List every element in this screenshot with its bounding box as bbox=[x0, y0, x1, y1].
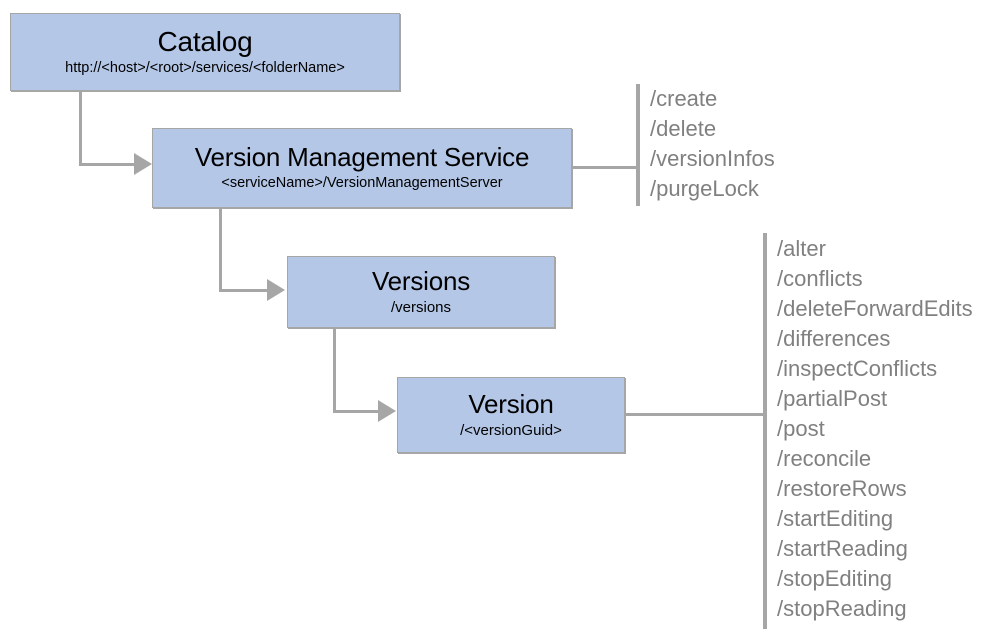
operations-bracket-version bbox=[763, 233, 767, 629]
connector-version-to-operations bbox=[625, 413, 765, 416]
connector-catalog-to-vms-vertical bbox=[79, 91, 82, 166]
operation-item-version[interactable]: /inspectConflicts bbox=[777, 356, 938, 381]
node-catalog-subtitle: http://<host>/<root>/services/<folderNam… bbox=[65, 59, 345, 76]
operation-item-version[interactable]: /stopReading bbox=[777, 596, 907, 621]
node-catalog[interactable]: Catalog http://<host>/<root>/services/<f… bbox=[10, 13, 400, 91]
node-version-management-service-title: Version Management Service bbox=[194, 141, 530, 172]
operation-item-version[interactable]: /post bbox=[777, 416, 825, 441]
arrow-icon-vms-to-versions bbox=[267, 279, 285, 301]
operation-item-version[interactable]: /startEditing bbox=[777, 506, 894, 531]
operation-item-version[interactable]: /startReading bbox=[777, 536, 908, 561]
connector-versions-to-version-vertical bbox=[333, 328, 336, 413]
operation-item-version[interactable]: /restoreRows bbox=[777, 476, 907, 501]
operation-item-vms[interactable]: /purgeLock bbox=[650, 176, 759, 201]
node-version-title: Version bbox=[468, 388, 554, 419]
operation-item-version[interactable]: /stopEditing bbox=[777, 566, 892, 591]
node-versions[interactable]: Versions /versions bbox=[287, 256, 555, 328]
node-catalog-title: Catalog bbox=[157, 26, 253, 58]
node-version-management-service-subtitle: <serviceName>/VersionManagementServer bbox=[221, 175, 503, 192]
node-versions-title: Versions bbox=[371, 265, 471, 296]
operation-item-version[interactable]: /reconcile bbox=[777, 446, 872, 471]
connector-vms-to-versions-horizontal bbox=[219, 289, 268, 292]
operation-item-version[interactable]: /partialPost bbox=[777, 386, 888, 411]
connector-vms-to-versions-vertical bbox=[219, 208, 222, 292]
operation-item-version[interactable]: /deleteForwardEdits bbox=[777, 296, 973, 321]
node-version-subtitle: /<versionGuid> bbox=[460, 421, 562, 439]
operation-item-version[interactable]: /differences bbox=[777, 326, 891, 351]
operations-bracket-vms bbox=[636, 84, 640, 206]
operations-list-vms: /create/delete/versionInfos/purgeLock bbox=[650, 84, 775, 204]
node-version-management-service[interactable]: Version Management Service <serviceName>… bbox=[152, 128, 572, 208]
node-versions-subtitle: /versions bbox=[390, 298, 452, 316]
node-version[interactable]: Version /<versionGuid> bbox=[397, 377, 625, 453]
connector-versions-to-version-horizontal bbox=[333, 410, 379, 413]
connector-vms-to-operations bbox=[572, 166, 638, 169]
operation-item-version[interactable]: /alter bbox=[777, 236, 826, 261]
arrow-icon-versions-to-version bbox=[378, 400, 396, 422]
operation-item-vms[interactable]: /versionInfos bbox=[650, 146, 775, 171]
operations-list-version: /alter/conflicts/deleteForwardEdits/diff… bbox=[777, 234, 973, 624]
operation-item-version[interactable]: /conflicts bbox=[777, 266, 863, 291]
operation-item-vms[interactable]: /create bbox=[650, 86, 718, 111]
arrow-icon-catalog-to-vms bbox=[134, 153, 152, 175]
connector-catalog-to-vms-horizontal bbox=[79, 163, 135, 166]
operation-item-vms[interactable]: /delete bbox=[650, 116, 717, 141]
